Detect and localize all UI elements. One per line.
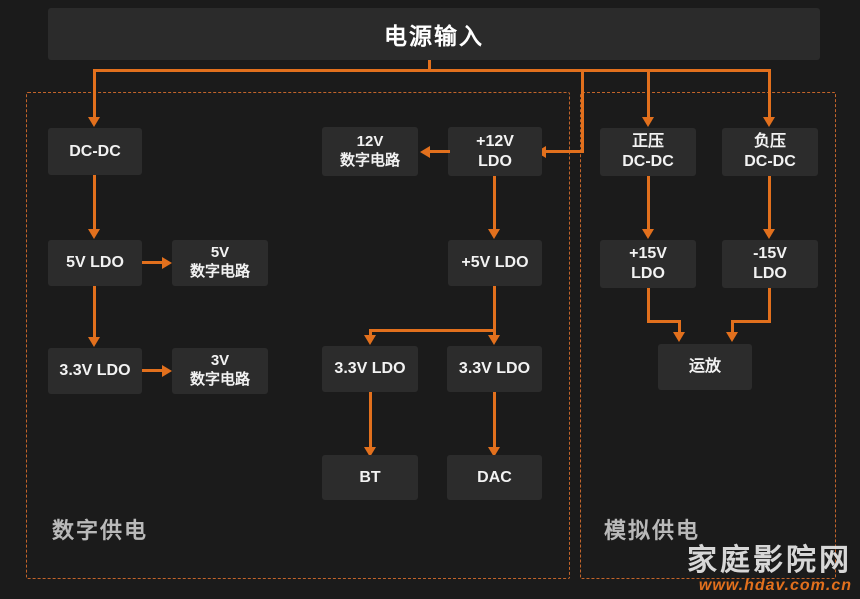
arrow-n15v-to-opamp xyxy=(726,332,738,342)
wire-trunk-to-p12v-drop xyxy=(581,69,584,150)
node-digital-3v: 3V 数字电路 xyxy=(172,348,268,394)
node-dac: DAC xyxy=(447,455,542,500)
wire-p12vldo-to-p5vldo xyxy=(493,176,496,230)
wire-n15v-to-opamp xyxy=(731,320,734,333)
wire-p5vldo-split-bar xyxy=(369,329,496,332)
group-label-analog: 模拟供电 xyxy=(604,518,701,543)
wire-p5vldo-branch-right xyxy=(493,329,496,337)
wire-p5vldo-down xyxy=(493,286,496,332)
node-5v-ldo: 5V LDO xyxy=(48,240,142,286)
node-p15v-ldo: +15V LDO xyxy=(600,240,696,288)
arrow-p12vldo-to-digital12v xyxy=(420,146,430,158)
node-digital-5v-label: 5V 数字电路 xyxy=(189,244,250,280)
wire-trunk-to-dcdc xyxy=(93,69,96,118)
node-pos-dcdc-label: 正压 DC-DC xyxy=(622,133,674,170)
node-3v3-ldo-mid-a-label: 3.3V LDO xyxy=(334,360,406,377)
wire-5vldo-to-digital5v xyxy=(142,261,163,264)
arrow-trunk-to-dcdc xyxy=(88,117,100,127)
arrow-5vldo-to-digital5v xyxy=(162,257,172,269)
node-3v3-ldo-mid-b-label: 3.3V LDO xyxy=(458,360,531,377)
wire-p15v-to-opamp xyxy=(678,320,681,333)
arrow-p12vldo-to-p5vldo xyxy=(488,229,500,239)
node-pos-dcdc: 正压 DC-DC xyxy=(600,128,696,176)
wire-dcdc-to-5vldo xyxy=(93,175,96,230)
arrow-trunk-to-pos-dcdc xyxy=(642,117,654,127)
node-3v3-ldo-mid-b: 3.3V LDO xyxy=(447,346,542,392)
arrow-posdcdc-to-p15v xyxy=(642,229,654,239)
node-3v3-ldo-left-label: 3.3V LDO xyxy=(59,362,131,379)
node-p15v-ldo-label: +15V LDO xyxy=(629,245,667,282)
arrow-dcdc-to-5vldo xyxy=(88,229,100,239)
power-input-label: 电源输入 xyxy=(384,23,484,49)
node-n15v-ldo-label: -15V LDO xyxy=(753,245,787,282)
node-3v3-ldo-mid-a: 3.3V LDO xyxy=(322,346,418,392)
node-bt: BT xyxy=(322,455,418,500)
wire-3v3ldo-to-digital3v xyxy=(142,369,163,372)
wire-trunk-to-neg-dcdc xyxy=(768,69,771,118)
wire-5vldo-to-3v3ldo xyxy=(93,286,96,338)
wire-p12vldo-to-digital12v xyxy=(430,150,450,153)
node-5v-ldo-label: 5V LDO xyxy=(66,254,124,271)
node-digital-5v: 5V 数字电路 xyxy=(172,240,268,286)
node-dc-dc-label: DC-DC xyxy=(69,142,121,160)
node-digital-12v-label: 12V 数字电路 xyxy=(339,132,400,169)
node-digital-12v: 12V 数字电路 xyxy=(322,127,418,176)
node-p5v-ldo: +5V LDO xyxy=(448,240,542,286)
arrow-3v3ldo-to-digital3v xyxy=(162,365,172,377)
wire-3v3a-to-bt xyxy=(369,392,372,448)
arrow-trunk-to-neg-dcdc xyxy=(763,117,775,127)
arrow-negdcdc-to-n15v xyxy=(763,229,775,239)
arrow-3v3b-to-dac xyxy=(488,447,500,457)
node-digital-3v-label: 3V 数字电路 xyxy=(189,352,250,388)
wire-3v3b-to-dac xyxy=(493,392,496,448)
node-dc-dc: DC-DC xyxy=(48,128,142,175)
arrow-5vldo-to-3v3ldo xyxy=(88,337,100,347)
arrow-p5vldo-to-3v3-a xyxy=(364,335,376,345)
arrow-3v3a-to-bt xyxy=(364,447,376,457)
wire-negdcdc-to-n15v xyxy=(768,176,771,230)
wire-n15v-down xyxy=(768,288,771,323)
node-p12v-ldo-label: +12V LDO xyxy=(476,132,514,170)
wire-posdcdc-to-p15v xyxy=(647,176,650,230)
wire-p15v-down xyxy=(647,288,650,323)
group-label-digital: 数字供电 xyxy=(52,518,149,543)
wire-trunk-stem xyxy=(428,60,431,72)
node-neg-dcdc-label: 负压 DC-DC xyxy=(744,133,796,170)
wire-trunk-bus xyxy=(93,69,653,72)
node-opamp-label: 运放 xyxy=(688,358,721,375)
group-frame-digital xyxy=(26,92,570,579)
node-p12v-ldo: +12V LDO xyxy=(448,127,542,176)
node-opamp: 运放 xyxy=(658,344,752,390)
arrow-p15v-to-opamp xyxy=(673,332,685,342)
wire-trunk-bus-right xyxy=(647,69,771,72)
wire-p5vldo-branch-left xyxy=(369,329,372,337)
node-bt-label: BT xyxy=(359,468,381,486)
wire-trunk-to-pos-dcdc xyxy=(647,69,650,118)
wire-p15v-over xyxy=(647,320,681,323)
node-dac-label: DAC xyxy=(477,468,512,486)
wire-n15v-over xyxy=(731,320,771,323)
power-input-node: 电源输入 xyxy=(48,8,820,60)
node-neg-dcdc: 负压 DC-DC xyxy=(722,128,818,176)
node-n15v-ldo: -15V LDO xyxy=(722,240,818,288)
group-frame-analog xyxy=(580,92,836,579)
arrow-p5vldo-to-3v3-b xyxy=(488,335,500,345)
node-3v3-ldo-left: 3.3V LDO xyxy=(48,348,142,394)
node-p5v-ldo-label: +5V LDO xyxy=(461,254,529,271)
wire-trunk-to-p12v-run xyxy=(545,150,584,153)
